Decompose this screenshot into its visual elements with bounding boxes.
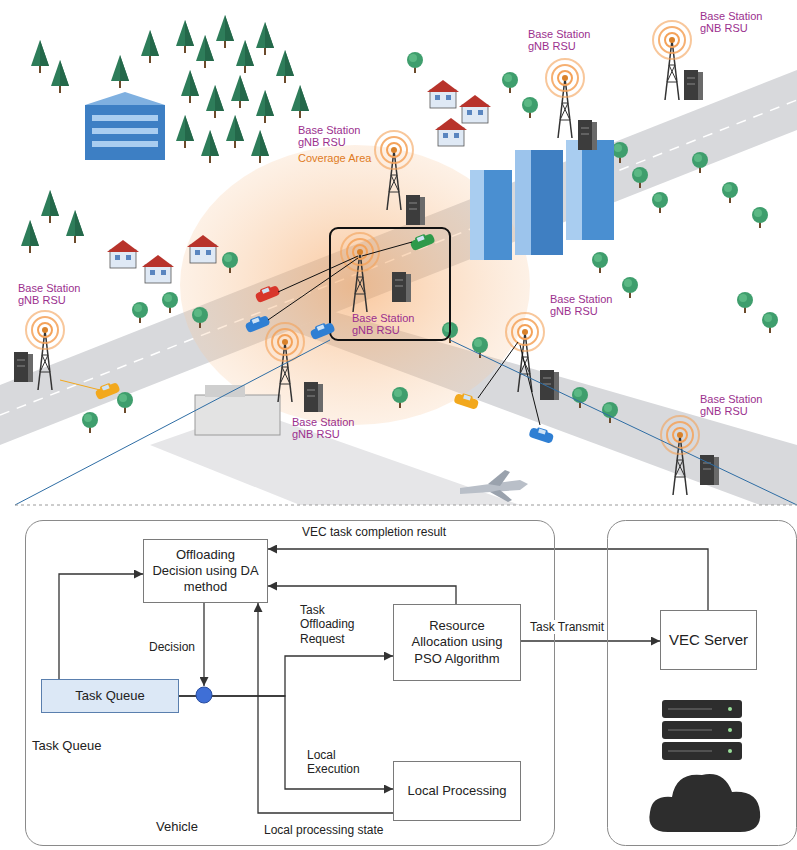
node-text: Vehicle: [156, 819, 198, 834]
area-label: Coverage Area: [298, 152, 371, 164]
process-box: Offloading Decision using DA method: [143, 539, 268, 603]
node-text: VEC Server: [669, 631, 748, 650]
station-label: Base Station gNB RSU: [18, 282, 88, 306]
node-text: Offloading Decision using DA method: [150, 547, 261, 596]
decision-arrow: [203, 603, 204, 686]
node-text: Task Queue: [75, 688, 144, 704]
connector: [521, 640, 660, 641]
server-panel: [608, 521, 797, 846]
connector: [268, 586, 456, 604]
edge-label: Task Offloading Request: [298, 603, 374, 646]
edge-label: Task Transmit: [528, 620, 606, 634]
server-box: VEC Server: [660, 610, 757, 670]
junction-dot: [196, 687, 212, 703]
node-text: Local Processing: [408, 783, 507, 799]
station-label: Base Station gNB RSU: [700, 10, 770, 34]
station-label: Base Station gNB RSU: [298, 124, 368, 148]
process-box: Resource Allocation using PSO Algorithm: [393, 604, 521, 681]
connector: [179, 696, 393, 789]
queue-box: Task QueueTask Queue: [41, 679, 179, 713]
connector: [268, 549, 708, 610]
edge-label: Local Execution: [305, 748, 384, 777]
flow-label: Decision: [147, 640, 197, 654]
station-label: Base Station gNB RSU: [550, 293, 620, 317]
city-illustration: [0, 0, 797, 510]
node-text: Task Queue: [32, 738, 101, 754]
edge-label: Local processing state: [262, 823, 385, 837]
edge-label: VEC task completion result: [300, 525, 448, 539]
vehicle-panel: Vehicle Offloading Decision using DA meth…: [25, 520, 555, 846]
connector: [258, 603, 393, 813]
station-label: Base Station gNB RSU: [700, 393, 770, 417]
station-label: Base Station gNB RSU: [528, 28, 598, 52]
process-box: Local Processing: [393, 761, 521, 821]
node-text: Resource Allocation using PSO Algorithm: [400, 618, 514, 667]
station-label: Base Station gNB RSU: [352, 312, 422, 336]
connector: [59, 574, 143, 679]
connector: [179, 656, 393, 696]
server-icon: [649, 700, 760, 832]
station-label: Base Station gNB RSU: [292, 416, 362, 440]
